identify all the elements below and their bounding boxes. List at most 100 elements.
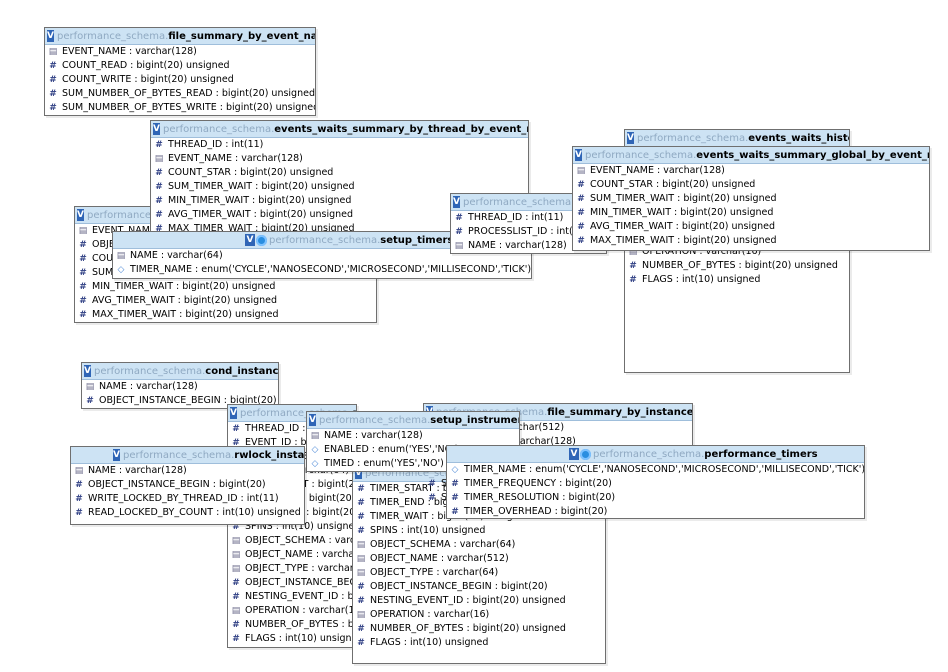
column-row[interactable]: ◇ ENABLED : enum('YES','NO') xyxy=(307,443,519,457)
column-row[interactable]: # THREAD_ID : int(11) xyxy=(151,138,528,152)
column-row[interactable]: # SUM_NUMBER_OF_BYTES_READ : bigint(20) … xyxy=(45,87,315,101)
column-row[interactable]: # OBJECT_INSTANCE_BEGIN : bigint(20) xyxy=(353,580,605,594)
column-row[interactable]: # SUM_NUMBER_OF_BYTES_WRITE : bigint(20)… xyxy=(45,101,315,115)
column-row[interactable]: ◇ TIMER_NAME : enum('CYCLE','NANOSECOND'… xyxy=(447,463,864,477)
column-row[interactable]: ▤ OBJECT_TYPE : varchar(64) xyxy=(353,566,605,580)
column-row[interactable]: # TIMER_FREQUENCY : bigint(20) xyxy=(447,477,864,491)
collapse-toggle-icon[interactable]: V xyxy=(245,234,255,246)
numeric-column-icon: # xyxy=(629,275,637,285)
column-row[interactable]: # NESTING_EVENT_ID : bigint(20) unsigned xyxy=(228,590,356,604)
column-row[interactable]: # PROCESSLIST_ID : int(11) xyxy=(451,225,606,239)
column-row[interactable]: # AVG_TIMER_WAIT : bigint(20) unsigned xyxy=(75,294,376,308)
column-row[interactable]: ▤ OBJECT_SCHEMA : varchar(64) xyxy=(353,538,605,552)
column-row[interactable]: # NESTING_EVENT_ID : bigint(20) unsigned xyxy=(353,594,605,608)
column-row[interactable]: ◇ TIMED : enum('YES','NO') xyxy=(307,457,519,471)
column-definition: OBJECT_SCHEMA : varchar(64) xyxy=(245,535,356,546)
column-row[interactable]: ▤ NAME : varchar(128) xyxy=(451,239,606,253)
text-column-icon: ▤ xyxy=(356,540,366,550)
column-row[interactable]: ▤ EVENT_NAME : varchar(128) xyxy=(151,152,528,166)
collapse-toggle-icon[interactable]: V xyxy=(77,209,84,221)
column-row[interactable]: ▤ OBJECT_TYPE : varchar(64) xyxy=(228,562,356,576)
column-row[interactable]: # SUM_TIMER_WAIT : bigint(20) unsigned xyxy=(573,192,929,206)
column-row[interactable]: ▤ OBJECT_NAME : varchar(512) xyxy=(228,548,356,562)
numeric-column-icon: # xyxy=(577,180,585,190)
collapse-toggle-icon[interactable]: V xyxy=(309,414,316,426)
collapse-toggle-icon[interactable]: V xyxy=(355,467,362,479)
column-row[interactable]: # SPINS : int(10) unsigned xyxy=(228,520,356,534)
column-row[interactable]: # NUMBER_OF_BYTES : bigint(20) unsigned xyxy=(353,622,605,636)
column-row[interactable]: # TIMER_OVERHEAD : bigint(20) xyxy=(447,505,864,519)
column-row[interactable]: # COUNT_WRITE : bigint(20) unsigned xyxy=(45,73,315,87)
column-row[interactable]: ▤ OPERATION : varchar(16) xyxy=(353,608,605,622)
column-row[interactable]: # COUNT_STAR : bigint(20) unsigned xyxy=(151,166,528,180)
column-row[interactable]: # OBJECT_INSTANCE_BEGIN : bigint(20) xyxy=(228,576,356,590)
column-row[interactable]: ▤ NAME : varchar(128) xyxy=(307,429,519,443)
column-row[interactable]: # THREAD_ID : int(11) xyxy=(228,422,356,436)
collapse-toggle-icon[interactable]: V xyxy=(47,30,54,42)
column-row[interactable]: ▤ EVENT_NAME : varchar(128) xyxy=(45,45,315,59)
column-row[interactable]: # THREAD_ID : int(11) xyxy=(451,211,606,225)
collapse-toggle-icon[interactable]: V xyxy=(230,407,237,419)
enum-column-icon: ◇ xyxy=(117,265,125,275)
column-row[interactable]: # MIN_TIMER_WAIT : bigint(20) unsigned xyxy=(75,280,376,294)
column-row[interactable]: # FLAGS : int(10) unsigned xyxy=(228,632,356,646)
column-row[interactable]: ▤ OBJECT_NAME : varchar(512) xyxy=(353,552,605,566)
column-row[interactable]: # OBJECT_INSTANCE_BEGIN : bigint(20) xyxy=(82,394,278,408)
column-row[interactable]: # MIN_TIMER_WAIT : bigint(20) unsigned xyxy=(573,206,929,220)
column-row[interactable]: # EVENT_ID : bigint(20) unsigned xyxy=(228,436,356,450)
column-row[interactable]: ▤ OPERATION : varchar(16) xyxy=(625,245,849,259)
column-row[interactable]: # SUM_TIMER_WAIT : bigint(20) unsigned xyxy=(151,180,528,194)
collapse-toggle-icon[interactable]: V xyxy=(575,149,582,161)
column-definition: OBJECT_INSTANCE_BEGIN : bigint(20) xyxy=(85,479,266,490)
column-row[interactable]: # FLAGS : int(10) unsigned xyxy=(625,273,849,287)
column-row[interactable]: # MIN_TIMER_WAIT : bigint(20) unsigned xyxy=(151,194,528,208)
column-row[interactable]: # WRITE_LOCKED_BY_THREAD_ID : int(11) xyxy=(71,492,304,506)
collapse-toggle-icon[interactable]: V xyxy=(627,132,634,144)
column-row[interactable]: ▤ OPERATION : varchar(16) xyxy=(228,604,356,618)
column-row[interactable]: ▤ EVENT_NAME : varchar(128) xyxy=(573,164,929,178)
column-row[interactable]: # MAX_TIMER_WAIT : bigint(20) unsigned xyxy=(75,308,376,322)
column-row[interactable]: ◇ TIMER_NAME : enum('CYCLE','NANOSECOND'… xyxy=(113,263,531,277)
column-row[interactable]: ▤ NAME : varchar(128) xyxy=(82,380,278,394)
column-row[interactable]: # NUMBER_OF_BYTES : bigint(20) unsigned xyxy=(625,259,849,273)
column-row[interactable]: # MAX_TIMER_WAIT : bigint(20) unsigned xyxy=(151,222,528,236)
column-row[interactable]: # COUNT_READ : bigint(20) unsigned xyxy=(45,59,315,73)
schema-prefix: performance_schema. xyxy=(162,123,275,135)
collapse-toggle-icon[interactable]: V xyxy=(113,449,120,461)
numeric-column-icon: # xyxy=(79,240,87,250)
collapse-toggle-icon[interactable]: V xyxy=(453,196,460,208)
column-row[interactable]: # SPINS : int(10) unsigned xyxy=(353,524,605,538)
column-row[interactable]: ▤ NAME : varchar(128) xyxy=(71,464,304,478)
numeric-column-icon: # xyxy=(49,103,57,113)
column-row[interactable]: # NUMBER_OF_BYTES : bigint(20) unsigned xyxy=(228,618,356,632)
column-row[interactable]: ▤ NAME : varchar(64) xyxy=(113,249,531,263)
column-row[interactable]: # READ_LOCKED_BY_COUNT : int(10) unsigne… xyxy=(71,506,304,520)
column-row[interactable]: # AVG_TIMER_WAIT : bigint(20) unsigned xyxy=(151,208,528,222)
column-row[interactable]: ▤ OBJECT_SCHEMA : varchar(64) xyxy=(228,534,356,548)
column-row[interactable]: # COUNT_STAR : bigint(20) unsigned xyxy=(573,178,929,192)
column-row[interactable]: # MAX_TIMER_WAIT : bigint(20) unsigned xyxy=(573,234,929,248)
collapse-toggle-icon[interactable]: V xyxy=(569,448,579,460)
table-events-waits-history-long[interactable]: Vperformance_schema.events_waits_history… xyxy=(352,464,606,664)
collapse-toggle-icon[interactable]: V xyxy=(84,365,91,377)
collapse-toggle-icon[interactable]: V xyxy=(153,123,160,135)
column-row[interactable]: # OBJECT_INSTANCE_BEGIN : bigint(20) xyxy=(71,478,304,492)
column-row[interactable]: # FLAGS : int(10) unsigned xyxy=(353,636,605,650)
column-row[interactable]: # AVG_TIMER_WAIT : bigint(20) unsigned xyxy=(573,220,929,234)
column-row[interactable]: # TIMER_RESOLUTION : bigint(20) xyxy=(447,491,864,505)
